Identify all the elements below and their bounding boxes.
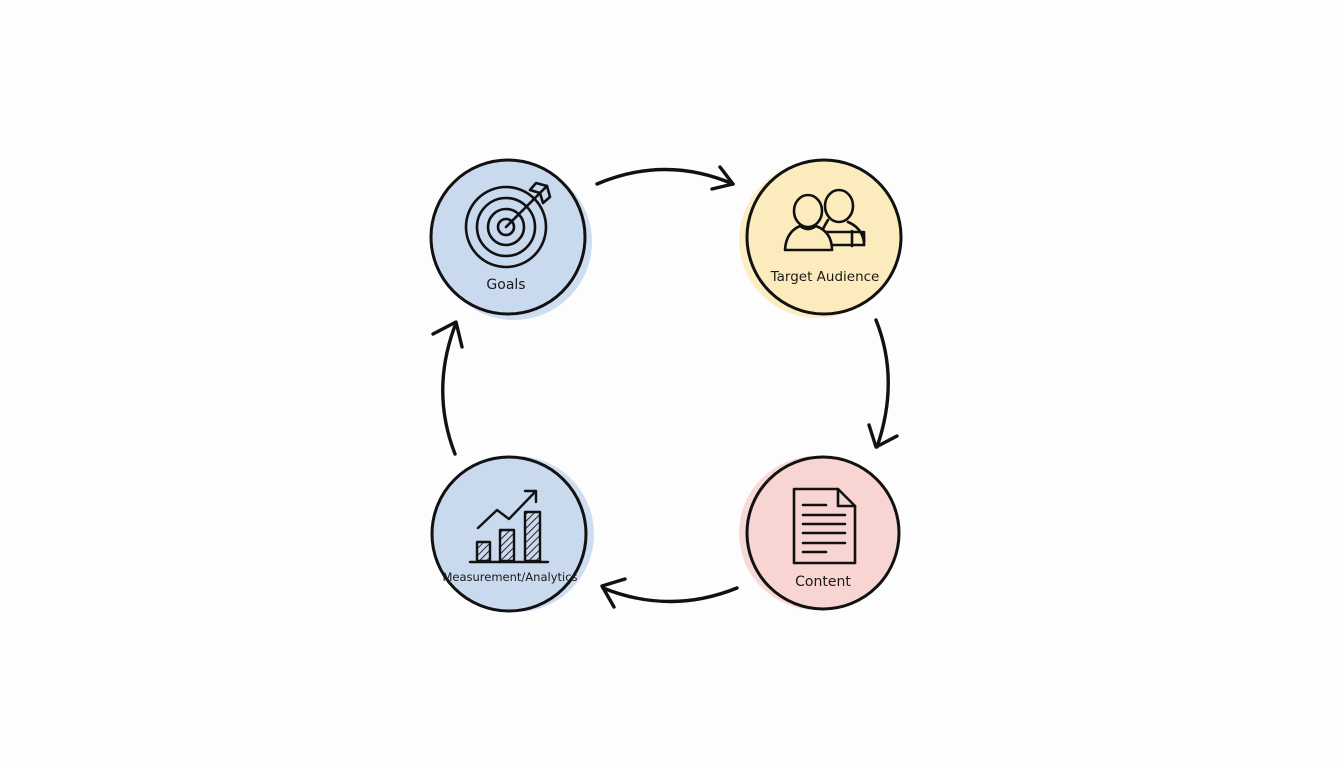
target-icon [464,181,552,269]
node-goals-label: Goals [486,277,525,293]
node-content-label: Content [795,574,851,590]
bar-chart-icon [468,489,550,564]
arrow-content-to-analytics [600,577,739,609]
node-target-audience: Target Audience [739,158,903,318]
node-analytics-label: Measurement/Analytics [442,570,577,584]
node-audience-label: Target Audience [770,269,880,285]
people-icon [783,188,866,252]
arrow-analytics-to-goals [431,320,464,456]
node-measurement-analytics: Measurement/Analytics [430,455,594,613]
arrow-audience-to-content [867,318,899,449]
node-content: Content [739,455,901,611]
node-goals: Goals [429,158,592,320]
document-icon [792,487,857,565]
arrow-goals-to-audience [595,165,735,191]
